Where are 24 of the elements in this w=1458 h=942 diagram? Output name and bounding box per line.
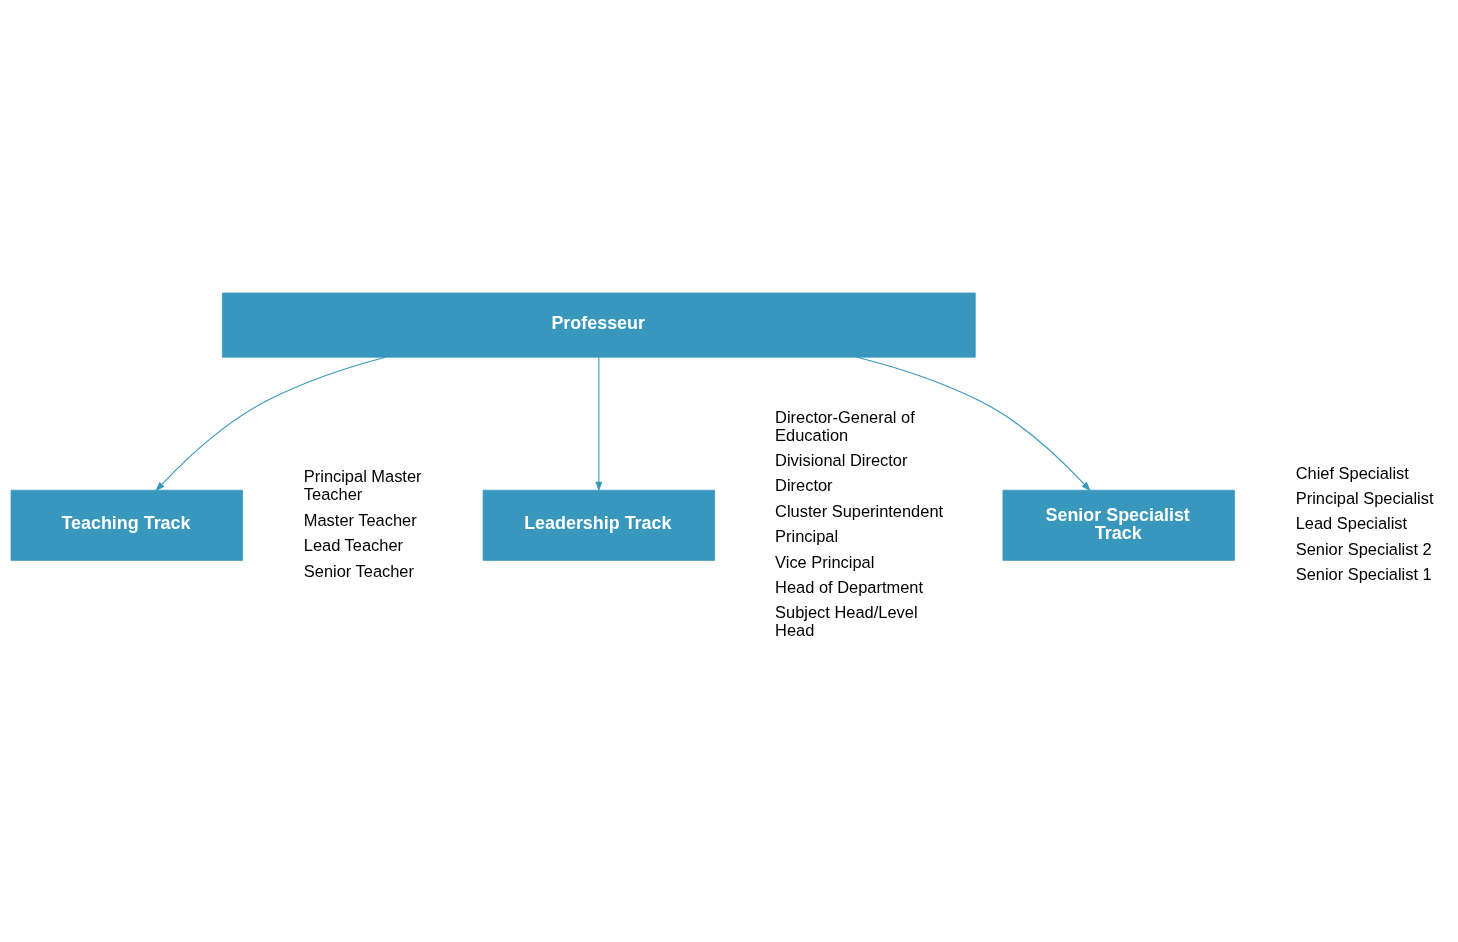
- node-label: Senior Specialist 1: [1295, 564, 1432, 583]
- arrow: [595, 356, 603, 492]
- node-label: Cluster Superintendent: [775, 501, 944, 520]
- node-box: Leadership Track: [482, 489, 715, 561]
- node-label: Vice Principal: [775, 552, 875, 571]
- node-label: Senior Teacher: [303, 561, 414, 580]
- node-label: Lead Teacher: [303, 535, 404, 554]
- node-label: Director: [775, 475, 833, 494]
- node-label: Principal Master Teacher: [303, 466, 422, 503]
- node-label: Senior Specialist 2: [1295, 539, 1432, 558]
- node-box: Teaching Track: [10, 489, 243, 561]
- arrow: [856, 356, 1091, 491]
- node-label: Lead Specialist: [1295, 513, 1408, 532]
- node-box: Senior Specialist Track: [1002, 489, 1235, 561]
- node-label: Subject Head/Level Head: [775, 602, 918, 639]
- node-label: Master Teacher: [303, 510, 417, 529]
- node-label: Divisional Director: [775, 450, 908, 469]
- node-label: Principal: [775, 526, 839, 545]
- node-label: Director-General of Education: [775, 407, 915, 444]
- node-label: Chief Specialist: [1295, 463, 1409, 482]
- node-label: Head of Department: [775, 577, 924, 596]
- node-label: Principal Specialist: [1295, 488, 1434, 507]
- node-box: Professeur: [222, 292, 976, 358]
- arrow: [155, 356, 387, 491]
